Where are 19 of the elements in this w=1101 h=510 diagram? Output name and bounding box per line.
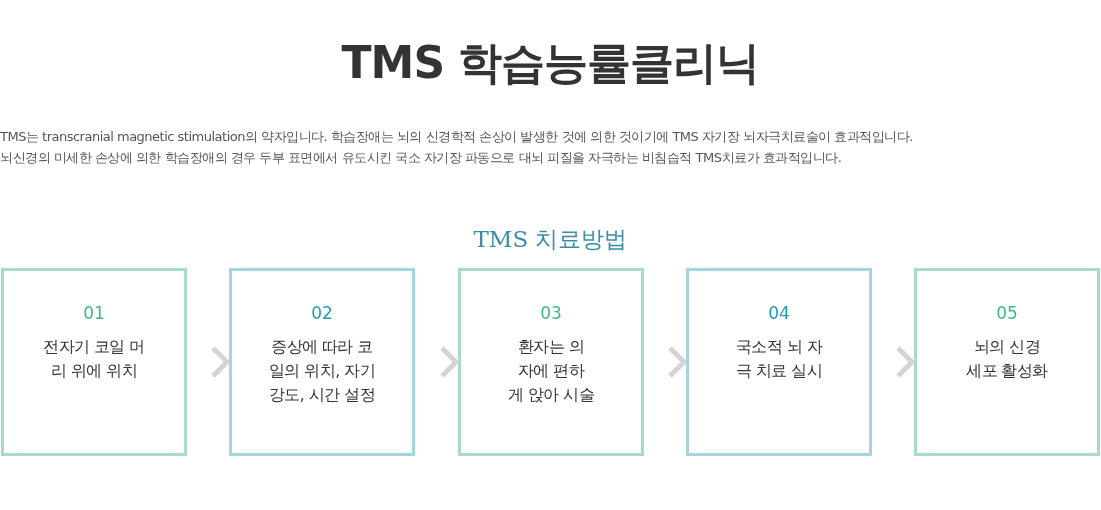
step-number: 03 bbox=[539, 303, 563, 323]
step-text: 뇌의 신경세포 활성화 bbox=[965, 337, 1049, 382]
step-text: 전자기 코일 머리 위에 위치 bbox=[42, 337, 146, 382]
step-box bbox=[686, 268, 872, 456]
step-text: 증상에 따라 코일의 위치, 자기 강도, 시간 설정 bbox=[267, 337, 377, 406]
intro-text: 뇌신경의 미세한 손상에 의한 학습장애의 경우 두부 표면에서 유도시킨 국소 자기장 파동으로 대뇌 피질을 자극하는 비침습적 TMS치료가 효과적입니다. bbox=[0, 149, 842, 167]
step-number: 04 bbox=[767, 303, 791, 323]
step-box bbox=[914, 268, 1100, 456]
step-text: 환자는 의자에 편하게 앉아 시술 bbox=[506, 337, 596, 406]
step-box bbox=[458, 268, 644, 456]
step-box bbox=[229, 268, 415, 456]
page-title: TMS 학습능률클리닉 bbox=[340, 36, 761, 90]
step-box bbox=[1, 268, 187, 456]
section-heading: TMS 치료방법 bbox=[472, 225, 629, 254]
step-number: 01 bbox=[82, 303, 106, 323]
step-text: 국소적 뇌 자극 치료 실시 bbox=[734, 337, 824, 382]
step-number: 02 bbox=[310, 303, 334, 323]
step-number: 05 bbox=[995, 303, 1019, 323]
intro-text: TMS는 transcranial magnetic stimulation의 약자입니다. 학습장애는 뇌의 신경학적 손상이 발생한 것에 의한 것이기에 TMS 자기장 뇌자극치료술이 효과적입니다. bbox=[0, 128, 913, 146]
